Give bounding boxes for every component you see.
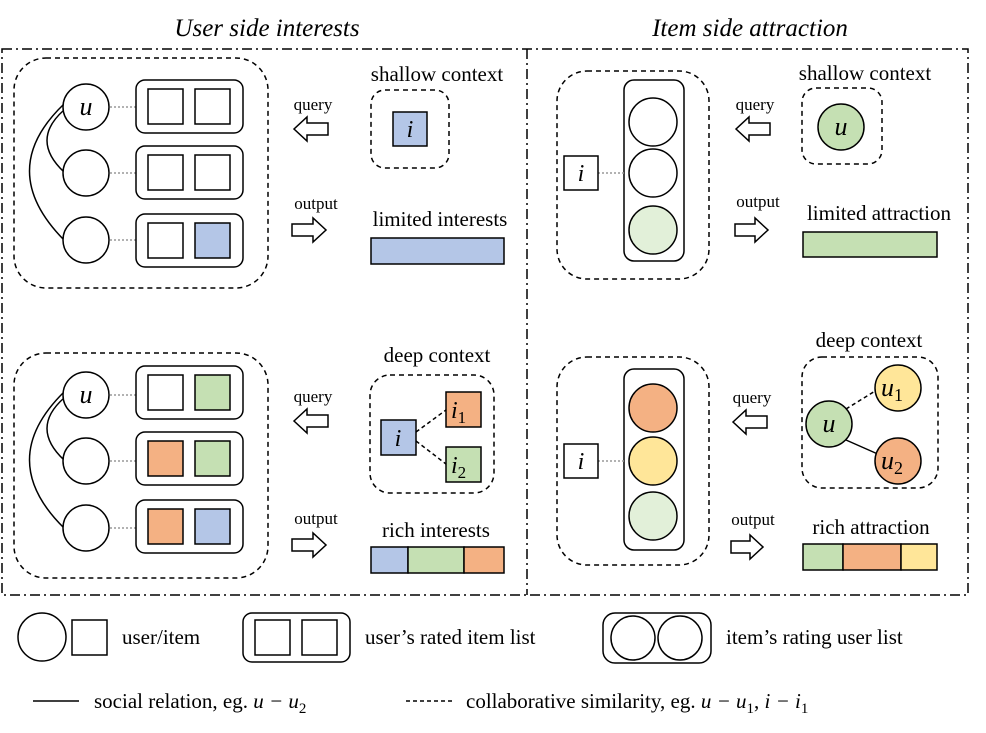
legend-user-item-label: user/item [122, 625, 200, 649]
user-node [62, 437, 110, 485]
output-arrow [730, 533, 765, 561]
item-node-i [380, 419, 417, 456]
limited-interests-label: limited interests [373, 207, 508, 231]
item-node-i-label: i [578, 161, 585, 187]
query-arrow [292, 407, 329, 435]
rich-attraction-label: rich attraction [812, 515, 930, 539]
limited-interests-bar [370, 237, 505, 265]
user-node-u2-label: u2 [881, 446, 903, 478]
query-arrow [734, 115, 771, 143]
left-panel-title: User side interests [174, 15, 359, 42]
item-node-i [563, 443, 599, 479]
output-arrow [734, 216, 770, 244]
shallow-context-label: shallow context [371, 62, 504, 86]
user-node-u-label: u [823, 409, 836, 438]
output-label: output [736, 192, 780, 211]
legend-user-circle [17, 612, 67, 662]
user-node-u2 [874, 437, 922, 485]
output-label: output [294, 194, 338, 213]
deep-context-label: deep context [384, 343, 491, 367]
user-node-u [817, 103, 865, 151]
rich-interests-label: rich interests [382, 518, 490, 542]
shallow-context-label: shallow context [799, 61, 932, 85]
legend: user/item user’s rated item list item’s … [17, 612, 903, 717]
rich-attraction-bar [802, 543, 938, 571]
legend-collab-label: collaborative similarity, eg. u − u1, i … [466, 689, 808, 717]
user-node [62, 149, 110, 197]
query-arrow [731, 408, 768, 436]
query-label: query [294, 95, 333, 114]
output-label: output [294, 509, 338, 528]
user-node-u [62, 83, 110, 131]
user-node-u [805, 400, 853, 448]
query-arrow [292, 115, 329, 143]
legend-item-square [71, 619, 108, 656]
right-panel-title: Item side attraction [651, 15, 848, 42]
deep-context-label: deep context [816, 328, 923, 352]
user-node-u-label: u [80, 92, 93, 121]
item-node-i2-label: i2 [451, 453, 466, 482]
user-node-u1 [874, 364, 922, 412]
item-node-i-label: i [578, 449, 585, 475]
output-arrow [291, 216, 328, 244]
legend-rating-users-label: item’s rating user list [726, 625, 903, 649]
item-node-i1 [445, 391, 482, 428]
limited-attraction-bar [802, 231, 938, 258]
user-node-u-label: u [80, 380, 93, 409]
rich-interests-bar [370, 546, 505, 574]
item-node-i-label: i [407, 117, 414, 143]
item-node-i1-label: i1 [451, 398, 466, 427]
deep-context-box [369, 374, 495, 494]
item-node-i-label: i [395, 426, 402, 452]
output-arrow [291, 531, 328, 559]
legend-rated-list-label: user’s rated item list [365, 625, 536, 649]
left-top-user-graph: u [13, 57, 269, 289]
item-node-i2 [445, 446, 482, 483]
user-node [62, 216, 110, 264]
left-bottom-user-graph: u [13, 352, 269, 579]
query-label: query [733, 388, 772, 407]
outer-frame [1, 48, 969, 596]
item-node-i [563, 155, 599, 191]
user-node [62, 504, 110, 552]
item-graph-box [556, 70, 710, 280]
query-label: query [736, 95, 775, 114]
user-node-u-label: u [835, 112, 848, 141]
user-node-u [62, 371, 110, 419]
query-label: query [294, 387, 333, 406]
legend-social-label: social relation, eg. u − u2 [94, 689, 306, 717]
item-graph-box [556, 356, 710, 566]
item-node-i [392, 111, 428, 147]
deep-context-box [801, 356, 939, 489]
output-label: output [731, 510, 775, 529]
user-node-u1-label: u1 [881, 373, 903, 405]
limited-attraction-label: limited attraction [807, 201, 952, 225]
